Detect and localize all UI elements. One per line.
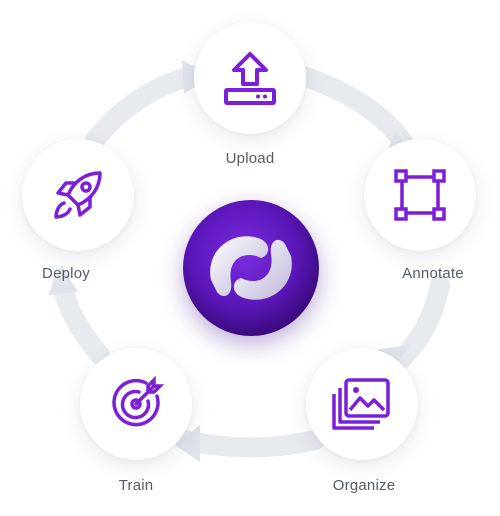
step-label-organize: Organize xyxy=(332,477,396,494)
image-gallery-icon xyxy=(332,378,390,430)
step-organize xyxy=(306,348,418,460)
step-label-train: Train xyxy=(118,477,154,494)
step-train xyxy=(80,348,192,460)
ring-arrowhead xyxy=(175,425,200,462)
step-label-upload: Upload xyxy=(225,150,275,167)
rocket-icon xyxy=(54,171,102,219)
brand-logo-icon xyxy=(183,200,319,336)
ring-arc-train-deploy xyxy=(52,275,110,365)
ring-arc-organize-train xyxy=(175,430,325,458)
upload-icon xyxy=(224,52,276,105)
ring-arc-upload-annotate xyxy=(290,65,415,155)
brand-logo xyxy=(183,200,319,336)
ring-arrowhead xyxy=(48,265,78,295)
step-upload xyxy=(194,22,306,134)
step-annotate xyxy=(364,139,476,251)
bounding-box-icon xyxy=(394,169,446,221)
step-label-annotate: Annotate xyxy=(402,265,464,282)
target-icon xyxy=(112,375,165,427)
ring-arc-annotate-organize xyxy=(385,275,450,375)
step-label-deploy: Deploy xyxy=(42,265,90,282)
step-deploy xyxy=(22,139,134,251)
ring-arc-deploy-upload xyxy=(85,65,205,150)
